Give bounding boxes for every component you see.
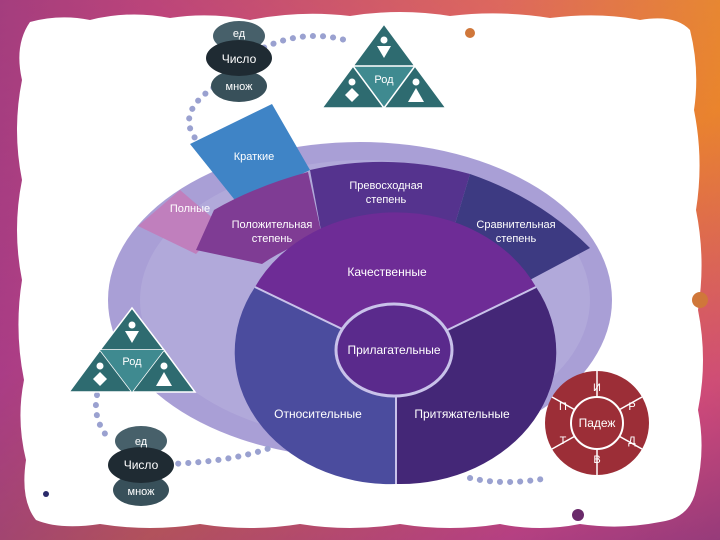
segment-short [190,104,310,204]
label-superlative-2: степень [366,194,407,206]
decor-dot [692,292,708,308]
gender-triangle-left: Род [67,306,197,393]
number-stack-top: ед Число множ [206,21,272,102]
segment-comparative-degree [452,174,590,282]
case-letter-top-left: П [559,401,567,413]
case-label: Падеж [579,416,616,430]
number-bottom-pl: множ [128,486,156,498]
decor-dot [572,509,584,521]
label-positive-1: Положительная [232,219,313,231]
number-bottom-label: Число [124,458,159,472]
case-letter-top-right: Р [628,401,635,413]
label-center: Прилагательные [347,343,440,357]
gender-top-label: Род [374,74,394,86]
number-top-sg: ед [233,28,246,40]
label-comparative-1: Сравнительная [476,219,555,231]
case-wheel: Падеж И Р Д В Т П [545,371,649,475]
label-possessive: Притяжательные [414,407,510,421]
label-relative: Относительные [274,407,362,421]
number-stack-bottom: ед Число множ [108,426,174,506]
sector-quality [255,212,536,355]
label-positive-2: степень [252,233,293,245]
segment-full [138,190,222,254]
label-quality: Качественные [347,265,427,279]
decor-dot [465,28,475,38]
gender-triangle-top: Род [320,22,448,109]
label-superlative-1: Превосходная [349,180,422,192]
segment-positive-degree [196,172,322,264]
label-comparative-2: степень [496,233,537,245]
number-bottom-sg: ед [135,436,148,448]
case-letter-bottom: В [593,454,600,466]
label-short: Краткие [234,151,275,163]
center-circle [334,302,454,398]
case-letter-bottom-left: Т [560,435,567,447]
case-letter-bottom-right: Д [628,435,636,447]
gender-left-label: Род [122,356,142,368]
case-letter-top: И [593,382,601,394]
number-top-label: Число [222,52,257,66]
label-full: Полные [170,203,210,215]
number-top-pl: множ [226,81,254,93]
decor-dot [43,491,49,497]
